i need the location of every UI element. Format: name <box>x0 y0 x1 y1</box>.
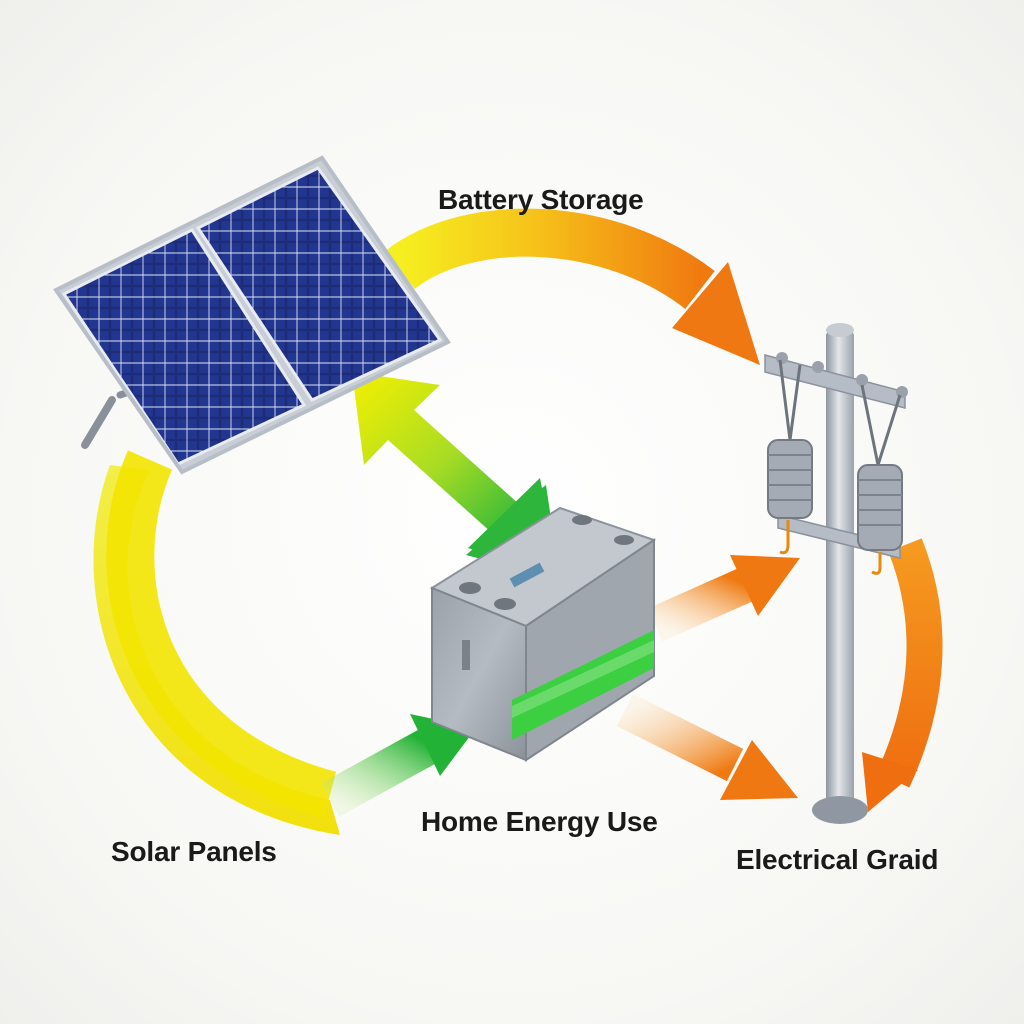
arc-grid-down <box>876 538 943 788</box>
label-battery-storage: Battery Storage <box>438 184 644 215</box>
arrowhead-battery-to-grid-lower <box>720 740 798 800</box>
utility-pole <box>764 323 908 824</box>
arrow-home-to-battery <box>320 728 440 817</box>
label-electrical-grid: Electrical Graid <box>736 844 939 875</box>
arc-panels-to-grid <box>385 208 715 310</box>
solar-panel-left <box>61 228 307 466</box>
arrowhead-grid-top <box>672 262 760 365</box>
arrowhead-battery-to-grid-upper <box>730 555 800 616</box>
battery-unit <box>429 506 657 762</box>
solar-panel-right <box>195 166 443 402</box>
insulator-right <box>857 384 903 575</box>
label-home-energy-use: Home Energy Use <box>421 806 658 837</box>
flow-arrows <box>93 208 943 835</box>
solar-panel-array <box>53 155 451 475</box>
label-solar-panels: Solar Panels <box>111 836 277 867</box>
insulator-left <box>767 359 813 555</box>
